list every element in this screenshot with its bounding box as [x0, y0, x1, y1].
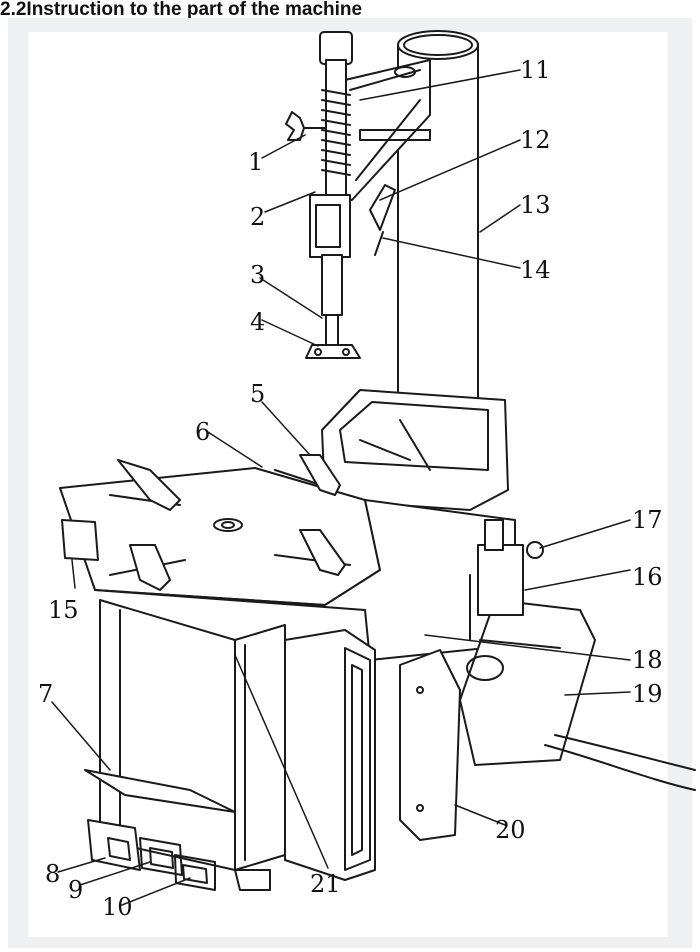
- callout-leader-lines: [51, 69, 631, 906]
- callout-19: 19: [632, 680, 663, 708]
- callout-8: 8: [45, 860, 60, 888]
- callout-3: 3: [250, 261, 265, 289]
- callout-14: 14: [520, 256, 551, 284]
- callout-2: 2: [250, 203, 265, 231]
- mounting-shelf: [84, 769, 236, 813]
- callout-5: 5: [250, 380, 265, 408]
- column: [397, 30, 479, 421]
- callout-17: 17: [632, 506, 663, 534]
- callout-9: 9: [68, 876, 83, 904]
- callout-16: 16: [632, 563, 663, 591]
- callout-15: 15: [48, 596, 79, 624]
- side-panel: [284, 629, 376, 881]
- left-bracket: [61, 519, 99, 561]
- swing-arm: [337, 59, 431, 201]
- section-title: 2.2Instruction to the part of the machin…: [0, 0, 363, 20]
- callout-12: 12: [520, 126, 551, 154]
- bead-breaker-shovel: [399, 649, 461, 841]
- bead-breaker-arm: [459, 599, 696, 791]
- callout-21: 21: [310, 870, 341, 898]
- callout-10: 10: [102, 893, 133, 921]
- callout-1: 1: [248, 148, 263, 176]
- air-filter-lubricator: [469, 519, 544, 641]
- callout-7: 7: [38, 680, 53, 708]
- vertical-shaft: [309, 31, 353, 346]
- locking-handle: [285, 111, 327, 141]
- foot-pedals: [87, 819, 271, 891]
- callout-20: 20: [495, 816, 526, 844]
- turntable: [59, 454, 381, 606]
- callout-11: 11: [520, 56, 551, 84]
- callout-13: 13: [520, 191, 551, 219]
- callout-4: 4: [250, 308, 265, 336]
- callout-6: 6: [195, 418, 210, 446]
- callout-18: 18: [632, 646, 663, 674]
- mount-demount-head: [305, 344, 361, 359]
- column-base-housing: [321, 389, 509, 511]
